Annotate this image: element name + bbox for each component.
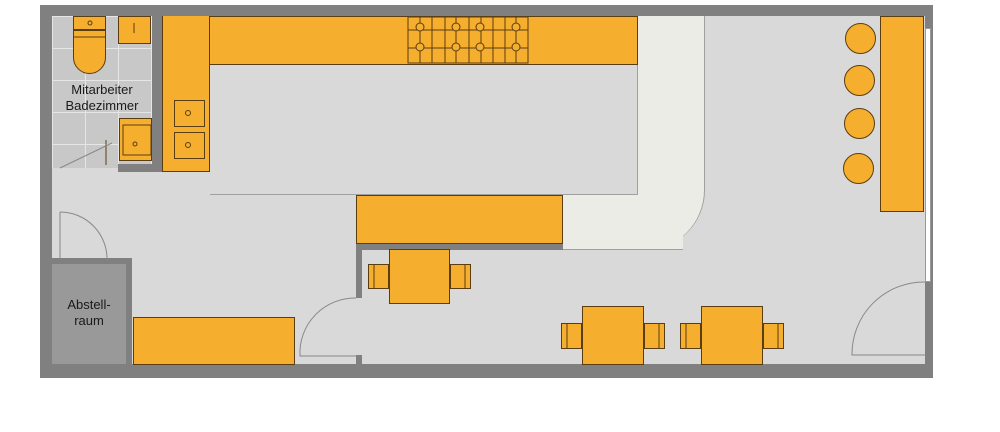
chair-backs bbox=[373, 264, 779, 349]
counter-joint bbox=[163, 17, 209, 67]
chair-1a bbox=[368, 264, 389, 289]
bar-counter bbox=[880, 16, 924, 212]
storage-counter bbox=[133, 317, 295, 365]
bar-stool-4 bbox=[843, 153, 874, 184]
dining-table-3 bbox=[701, 306, 763, 365]
storage-room bbox=[52, 264, 126, 364]
front-counter bbox=[356, 195, 563, 244]
chair-2a bbox=[561, 323, 582, 349]
partition-wall-v-low bbox=[356, 355, 362, 367]
inner-floor bbox=[210, 65, 638, 195]
stove-icon bbox=[407, 16, 529, 64]
kitchen-counter-top bbox=[162, 16, 638, 65]
chair-3b bbox=[763, 323, 784, 349]
chair-1b bbox=[450, 264, 471, 289]
chair-3a bbox=[680, 323, 701, 349]
bathroom-bottom-wall bbox=[118, 164, 162, 172]
sink-drain-icons bbox=[73, 20, 191, 165]
partition-wall-v bbox=[356, 244, 362, 298]
dining-table-2 bbox=[582, 306, 644, 365]
storage-label: Abstell- raum bbox=[67, 297, 111, 328]
bar-stool-1 bbox=[845, 23, 876, 54]
window bbox=[925, 28, 931, 282]
kitchen-sink-1 bbox=[174, 100, 205, 127]
dining-table-1 bbox=[389, 249, 450, 304]
bathroom-label: Mitarbeiter Badezimmer bbox=[65, 82, 139, 113]
door-swing-icons bbox=[59, 142, 926, 357]
bar-stool-3 bbox=[844, 108, 875, 139]
kitchen-sink-2 bbox=[174, 132, 205, 159]
chair-2b bbox=[644, 323, 665, 349]
partition-wall-h bbox=[356, 244, 563, 250]
toilet-tank bbox=[73, 16, 106, 30]
bathroom-right-wall bbox=[152, 16, 162, 172]
bar-stool-2 bbox=[844, 65, 875, 96]
service-walkway-bottom bbox=[563, 195, 683, 250]
